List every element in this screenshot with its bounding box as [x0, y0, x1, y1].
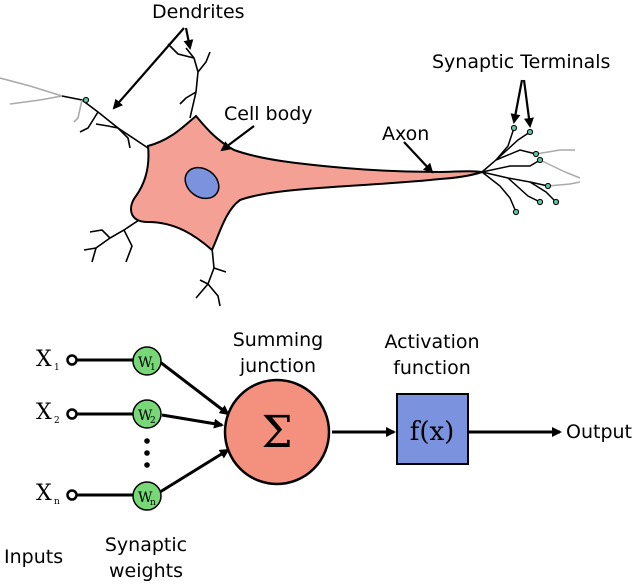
- weight-node: W 1: [132, 346, 162, 376]
- svg-text:W: W: [138, 408, 153, 424]
- svg-text:n: n: [54, 497, 60, 507]
- perceptron-model: W 1 W 2 W n X 1 X 2 X n: [4, 329, 632, 582]
- weight-arrows: [159, 360, 562, 494]
- svg-text:2: 2: [150, 416, 156, 426]
- sigma-symbol: Σ: [261, 407, 292, 458]
- label-summing: Summing: [233, 329, 324, 351]
- label-function: function: [393, 357, 471, 379]
- weight-node: W n: [132, 481, 162, 511]
- svg-text:X: X: [36, 400, 52, 425]
- label-dendrites: Dendrites: [152, 1, 245, 23]
- svg-text:n: n: [150, 498, 156, 508]
- svg-text:2: 2: [54, 416, 60, 426]
- label-activation: Activation: [384, 331, 479, 353]
- svg-text:1: 1: [54, 363, 60, 373]
- input-label: X 2: [36, 400, 60, 426]
- label-junction: junction: [239, 355, 316, 377]
- label-axon: Axon: [382, 123, 429, 145]
- input-label: X 1: [36, 347, 60, 373]
- function-label: f(x): [410, 417, 455, 447]
- label-synaptic: Synaptic: [105, 534, 187, 556]
- label-pointers: [112, 27, 534, 174]
- dendrite-branches: [0, 43, 227, 307]
- input-terminals: [66, 354, 78, 501]
- terminal-branches: [481, 127, 581, 213]
- svg-text:X: X: [36, 347, 52, 372]
- label-output: Output: [566, 421, 632, 443]
- input-label: X n: [36, 481, 60, 507]
- activation-function-box: [396, 393, 469, 465]
- neuron-illustration: Dendrites Cell body Axon Synaptic Termin…: [0, 1, 610, 307]
- input-lines: [72, 358, 134, 497]
- ellipsis-dots: [144, 438, 150, 468]
- label-synaptic-terminals: Synaptic Terminals: [432, 51, 610, 73]
- label-cell-body: Cell body: [224, 103, 313, 125]
- svg-text:X: X: [36, 481, 52, 506]
- nucleus: [184, 166, 220, 200]
- summing-junction-node: [223, 378, 331, 486]
- label-inputs: Inputs: [4, 546, 63, 568]
- cell-body: [130, 114, 483, 252]
- terminal-buttons: [82, 96, 560, 216]
- svg-text:W: W: [138, 490, 153, 506]
- svg-text:W: W: [138, 355, 153, 371]
- label-weights: weights: [109, 560, 183, 582]
- svg-text:1: 1: [150, 363, 156, 373]
- weight-node: W 2: [132, 399, 162, 429]
